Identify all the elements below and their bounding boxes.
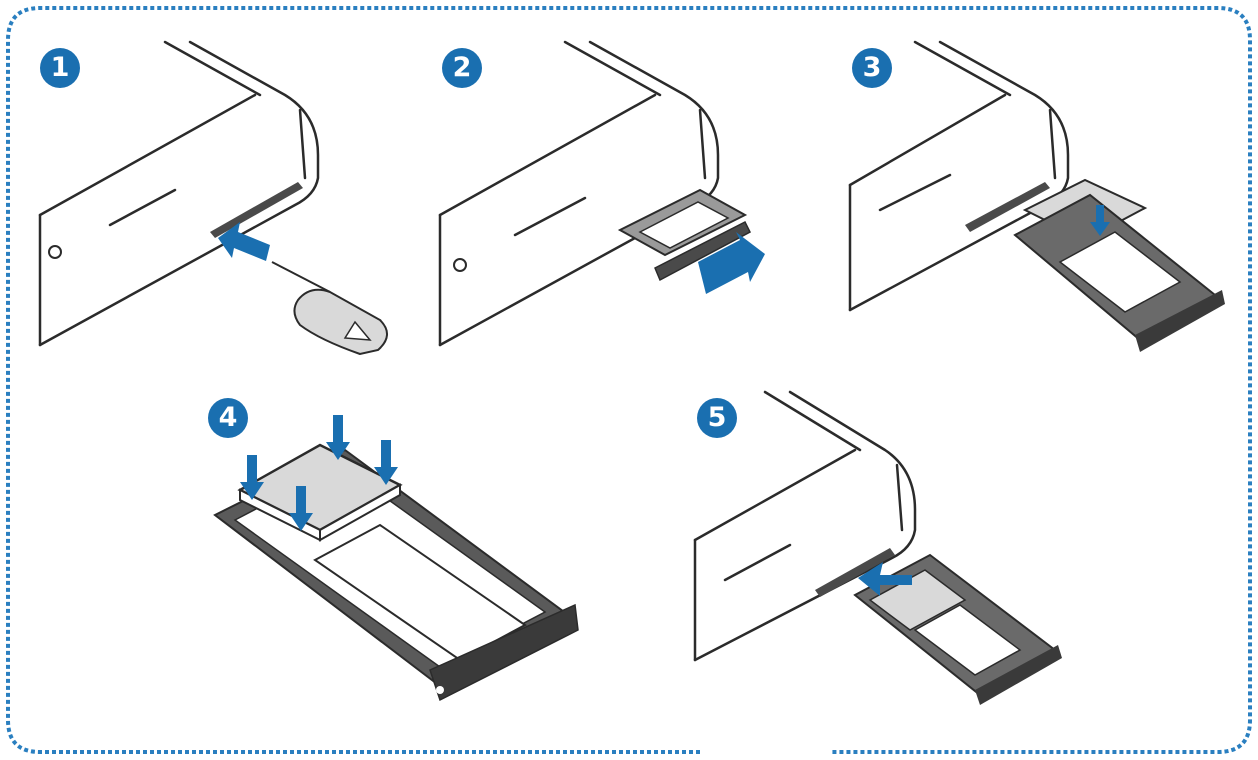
step-number-badge: 3 (852, 48, 892, 88)
step-number-badge: 2 (442, 48, 482, 88)
step-number-badge: 5 (697, 398, 737, 438)
step-number-badge: 4 (208, 398, 248, 438)
step-number-badge: 1 (40, 48, 80, 88)
